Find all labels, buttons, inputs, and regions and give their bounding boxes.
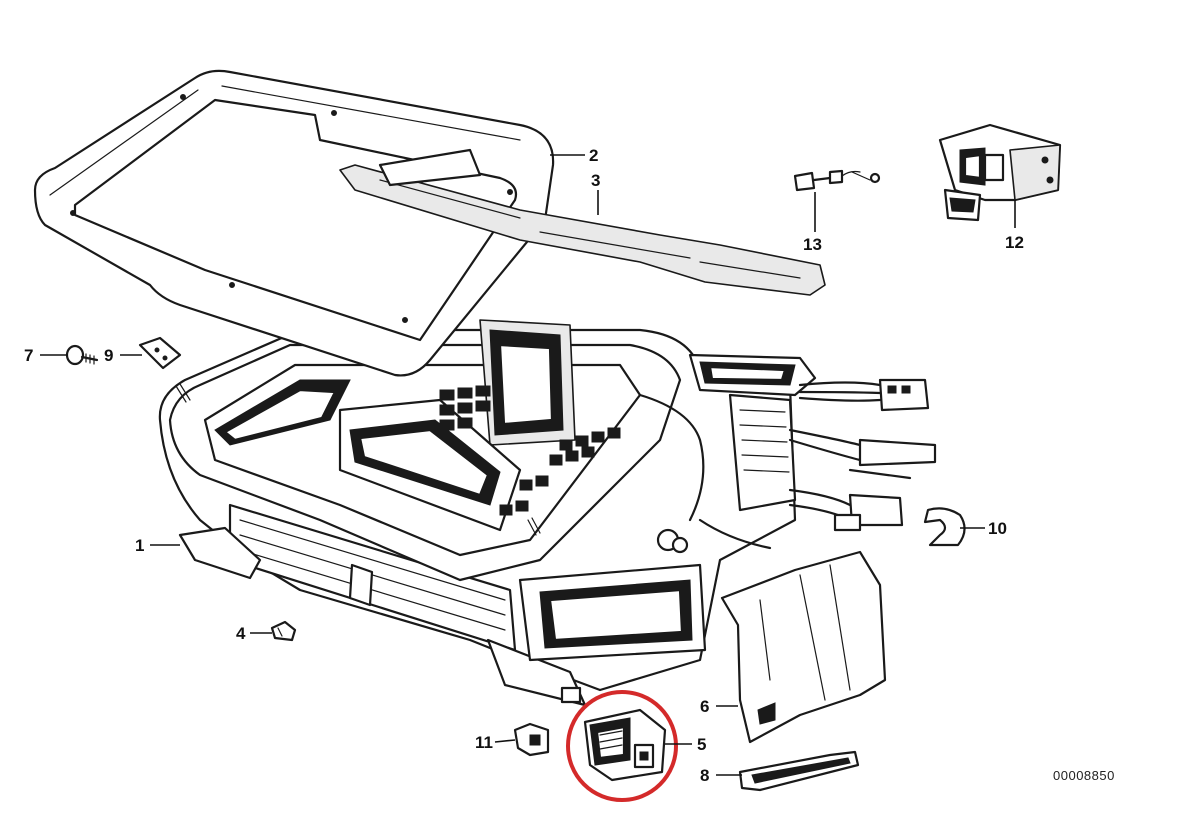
- screw-drawing: [65, 344, 99, 366]
- clip-drawing: [270, 620, 297, 642]
- leader-line-11: [494, 739, 516, 743]
- part-label-6: 6: [700, 697, 709, 716]
- part-label-10: 10: [988, 519, 1007, 538]
- spring-clip-drawing: [923, 507, 966, 547]
- actuator-motor-drawing: [938, 123, 1062, 222]
- strip-drawing: [339, 148, 826, 296]
- part-label-5: 5: [697, 735, 706, 754]
- part-label-7: 7: [24, 346, 33, 365]
- part-label-11: 11: [475, 733, 493, 752]
- part-label-8: 8: [700, 766, 709, 785]
- diagram-reference-number: 00008850: [1053, 768, 1115, 783]
- part-label-2: 2: [589, 146, 598, 165]
- part-label-4: 4: [236, 624, 246, 643]
- air-duct-drawing: [720, 550, 887, 744]
- part-label-9: 9: [104, 346, 113, 365]
- part-label-12: 12: [1005, 233, 1024, 252]
- leader-lines: [40, 154, 1016, 776]
- part-labels: 1 2 3 4 5 6 7 8 9 10 11 12 13: [24, 146, 1024, 785]
- part-label-1: 1: [135, 536, 144, 555]
- bracket-drawing: [138, 336, 182, 370]
- part-label-3: 3: [591, 171, 600, 190]
- grommet-drawing: [513, 722, 550, 757]
- resistor-module-drawing: [583, 708, 667, 782]
- seal-strip-drawing: [738, 750, 860, 792]
- part-label-13: 13: [803, 235, 822, 254]
- sensor-drawing: [793, 169, 881, 192]
- highlight-circle: [566, 690, 678, 802]
